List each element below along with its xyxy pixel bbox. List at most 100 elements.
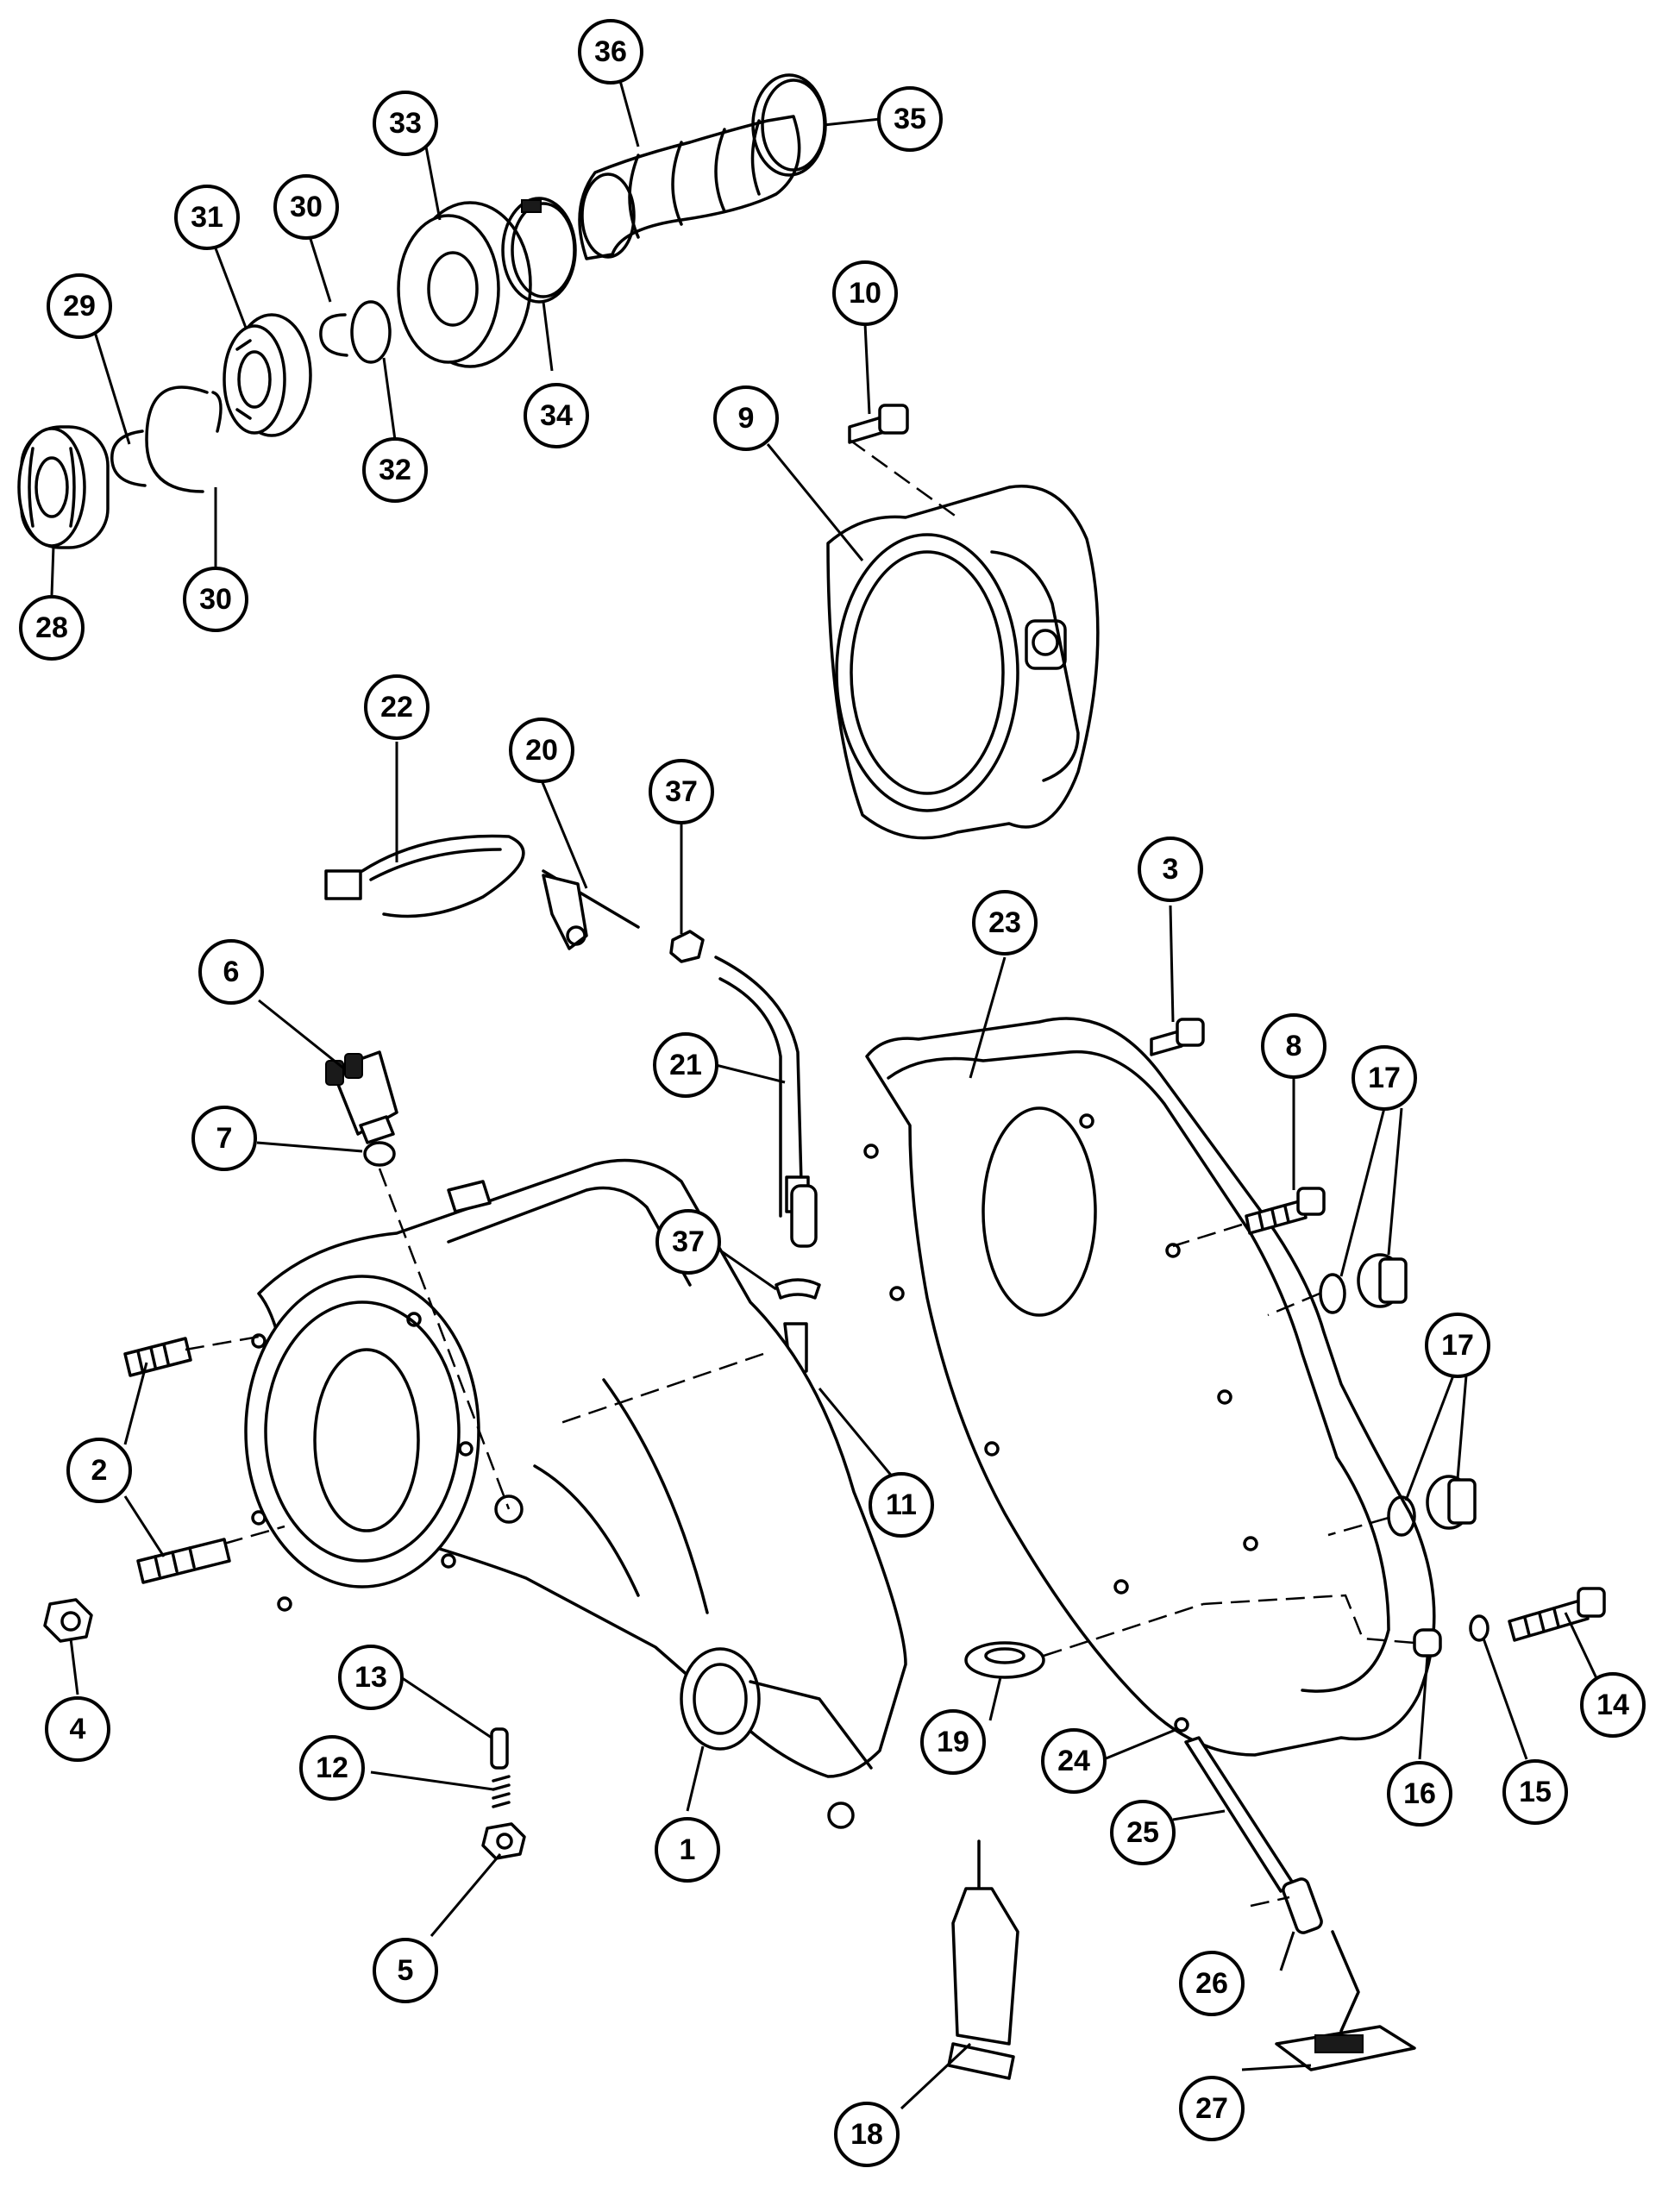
callout-30-upper: 30 [273,174,339,240]
sealant-tube-18 [947,1839,1019,2080]
callout-label-18: 18 [850,2118,883,2151]
leader-lines [50,77,1606,2110]
callout-11: 11 [869,1472,934,1538]
callout-8: 8 [1261,1013,1326,1079]
sleeve-26 [1282,1877,1323,1934]
callout-label-2: 2 [91,1454,108,1487]
callout-5: 5 [373,1938,438,2003]
callout-2: 2 [66,1438,132,1503]
callout-label-20: 20 [525,734,558,767]
callout-20: 20 [509,717,574,783]
callout-14: 14 [1580,1672,1646,1738]
callout-label-4: 4 [70,1713,86,1745]
callout-31: 31 [174,185,240,250]
lever-20 [542,869,640,950]
o-ring-24 [1174,1717,1189,1733]
callout-7: 7 [191,1106,257,1171]
sensor-27 [1275,1930,1416,2071]
callout-label-23: 23 [988,906,1021,939]
transfer-case-front-half-1 [244,1158,907,1829]
bolt-3 [1150,1018,1205,1056]
callout-6: 6 [198,939,264,1005]
clamp-ring-34 [501,197,577,304]
callout-3: 3 [1138,837,1203,902]
callout-34: 34 [524,383,589,448]
bolt-14 [1508,1587,1606,1642]
alignment-lines [185,438,1415,1908]
callout-22: 22 [364,674,430,740]
callout-label-3: 3 [1163,853,1179,886]
nut-4 [43,1598,93,1643]
callout-label-27: 27 [1195,2092,1228,2125]
switch-6 [325,1050,398,1144]
clip-22 [324,834,525,918]
callout-33: 33 [373,91,438,156]
plug-5 [481,1822,526,1860]
callout-label-28: 28 [35,611,68,644]
callout-24: 24 [1041,1728,1107,1794]
snap-ring-30-lower [145,385,223,493]
hose-clamp-37-lower [775,1278,821,1300]
callout-9: 9 [713,385,779,451]
hose-clamp-37-upper [669,930,705,963]
callout-16: 16 [1387,1761,1452,1827]
dowel-16 [1413,1628,1442,1657]
callout-label-7: 7 [216,1122,233,1155]
callout-25: 25 [1110,1800,1176,1865]
transfer-case-rear-half-23 [863,1017,1436,1757]
callout-label-26: 26 [1195,1967,1228,2000]
callout-12: 12 [299,1735,365,1801]
callout-26: 26 [1179,1951,1245,2016]
callout-label-11: 11 [886,1488,917,1521]
spring-12 [492,1775,511,1808]
callout-label-37-upper: 37 [665,775,698,808]
callout-label-1: 1 [680,1833,696,1866]
callout-label-13: 13 [354,1661,387,1694]
callout-23: 23 [972,890,1038,956]
seal-19 [964,1641,1045,1679]
detent-plunger-13 [490,1727,509,1770]
snap-ring-30-upper [319,313,348,357]
callout-label-22: 22 [380,691,413,724]
seal-33 [397,201,532,368]
boot-36 [578,115,801,260]
callout-label-37-lower: 37 [672,1225,705,1258]
callout-label-32: 32 [379,454,411,486]
callout-32: 32 [362,437,428,503]
callout-17-lower: 17 [1425,1313,1490,1378]
vent-hose-21 [714,956,818,1248]
callout-label-21: 21 [669,1049,702,1081]
callout-label-14: 14 [1596,1689,1629,1721]
callout-10: 10 [832,260,898,326]
callout-4: 4 [45,1696,110,1762]
callout-17-upper: 17 [1352,1045,1417,1111]
callout-label-6: 6 [223,956,240,988]
callout-label-33: 33 [389,107,422,140]
callout-15: 15 [1502,1759,1568,1825]
callout-label-25: 25 [1126,1816,1159,1849]
callout-label-9: 9 [738,402,755,435]
callout-label-29: 29 [63,290,96,323]
callout-21: 21 [653,1032,718,1098]
o-ring-7 [363,1141,396,1167]
adapter-housing-9 [826,485,1100,840]
callout-label-31: 31 [191,201,223,234]
callout-label-19: 19 [937,1726,969,1758]
washer-15 [1469,1614,1490,1642]
callout-30-lower: 30 [183,567,248,632]
callout-label-35: 35 [894,103,926,135]
flange-31 [223,313,312,437]
ring-32 [350,300,392,364]
callout-28: 28 [19,595,85,661]
callout-label-10: 10 [849,277,881,310]
plug-17-lower [1387,1475,1477,1537]
callout-27: 27 [1179,2076,1245,2141]
callout-label-36: 36 [594,35,627,68]
callout-label-16: 16 [1403,1777,1436,1810]
studs-2 [123,1337,231,1584]
callout-label-8: 8 [1286,1030,1302,1062]
bolt-8 [1245,1187,1326,1235]
callout-label-34: 34 [540,399,573,432]
callout-29: 29 [47,273,112,339]
